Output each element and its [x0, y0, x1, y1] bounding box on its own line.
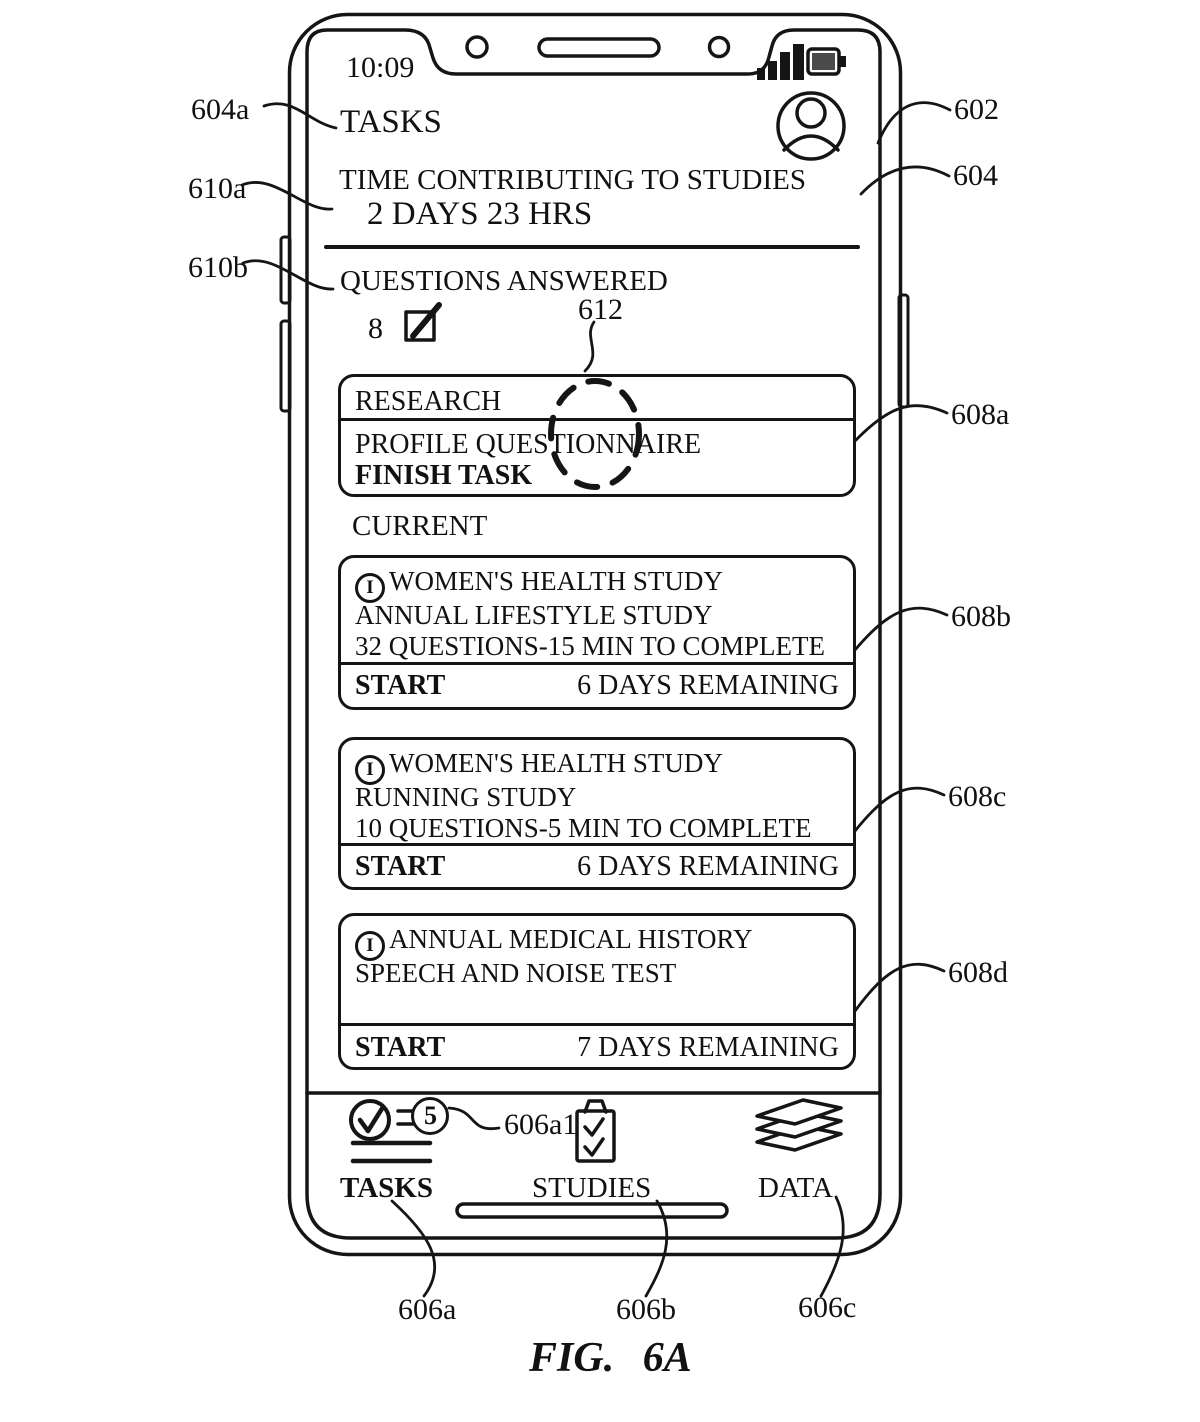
speaker-icon [537, 37, 661, 58]
card-line2: ANNUAL LIFESTYLE STUDY [355, 600, 713, 630]
info-icon: I [355, 754, 385, 785]
ref-label-606c: 606c [798, 1291, 857, 1324]
tasks-badge-count: 5 [424, 1101, 437, 1130]
research-task-card[interactable]: RESEARCH PROFILE QUESTIONNAIRE FINISH TA… [338, 374, 856, 497]
tab-tasks[interactable]: TASKS [340, 1172, 433, 1204]
studies-tab-icon[interactable] [575, 1099, 616, 1163]
status-time: 10:09 [346, 51, 415, 84]
ref-label-608c: 608c [948, 780, 1007, 813]
ref-label-608a: 608a [951, 398, 1010, 431]
tasks-badge-circle [411, 1097, 449, 1135]
leader-lines [240, 101, 952, 1298]
ref-label-602: 602 [954, 93, 999, 126]
card-study-name: ANNUAL MEDICAL HISTORY [389, 924, 753, 954]
ref-label-612: 612 [578, 293, 623, 326]
ref-label-604: 604 [953, 159, 998, 192]
finish-task-button[interactable]: FINISH TASK [355, 460, 533, 491]
days-remaining: 6 DAYS REMAINING [577, 670, 839, 701]
ref-label-608d: 608d [948, 956, 1008, 989]
card-divider [341, 843, 853, 846]
info-icon: I [355, 572, 385, 603]
card-divider [341, 662, 853, 665]
compose-icon[interactable] [404, 302, 442, 342]
days-remaining: 6 DAYS REMAINING [577, 851, 839, 882]
signal-icon [757, 44, 804, 80]
profile-avatar-icon[interactable] [776, 91, 846, 161]
card-line2: RUNNING STUDY [355, 782, 577, 812]
card-study-name: WOMEN'S HEALTH STUDY [389, 748, 723, 778]
home-indicator[interactable] [455, 1202, 729, 1219]
tasks-tab-icon[interactable] [349, 1099, 433, 1164]
info-icon: I [355, 930, 385, 961]
questions-answered-count: 8 [368, 312, 383, 345]
research-card-title: PROFILE QUESTIONNAIRE [355, 429, 702, 460]
tab-studies[interactable]: STUDIES [532, 1172, 652, 1204]
screen-outline [305, 28, 882, 1240]
days-remaining: 7 DAYS REMAINING [577, 1032, 839, 1063]
card-divider [341, 1023, 853, 1026]
time-contributing-label: TIME CONTRIBUTING TO STUDIES [339, 164, 806, 196]
ref-label-610b: 610b [188, 251, 248, 284]
questions-answered-label: QUESTIONS ANSWERED [340, 265, 668, 297]
figure-caption: FIG. 6A [529, 1335, 692, 1381]
card-line3: 10 QUESTIONS-5 MIN TO COMPLETE [355, 813, 812, 843]
tab-data[interactable]: DATA [758, 1172, 834, 1204]
ref-label-608b: 608b [951, 600, 1011, 633]
ref-label-606a1: 606a1 [504, 1108, 578, 1141]
start-button[interactable]: START [355, 851, 446, 882]
battery-icon [806, 47, 846, 76]
ref-label-604a: 604a [191, 93, 250, 126]
research-card-category: RESEARCH [355, 386, 502, 417]
current-section-label: CURRENT [352, 510, 488, 542]
start-button[interactable]: START [355, 1032, 446, 1063]
page-title: TASKS [340, 104, 442, 140]
card-study-name: WOMEN'S HEALTH STUDY [389, 566, 723, 596]
ref-label-610a: 610a [188, 172, 247, 205]
highlight-circle-612 [548, 378, 642, 490]
data-tab-icon[interactable] [755, 1098, 843, 1152]
research-card-divider [341, 418, 853, 421]
phone-frame [287, 12, 903, 1257]
card-line2: SPEECH AND NOISE TEST [355, 958, 677, 988]
ref-label-606a: 606a [398, 1293, 457, 1326]
front-camera-icon [465, 35, 489, 59]
card-line3: 32 QUESTIONS-15 MIN TO COMPLETE [355, 631, 826, 661]
time-contributing-value: 2 DAYS 23 HRS [367, 196, 593, 232]
ref-label-606b: 606b [616, 1293, 676, 1326]
start-button[interactable]: START [355, 670, 446, 701]
proximity-sensor-icon [707, 35, 731, 59]
